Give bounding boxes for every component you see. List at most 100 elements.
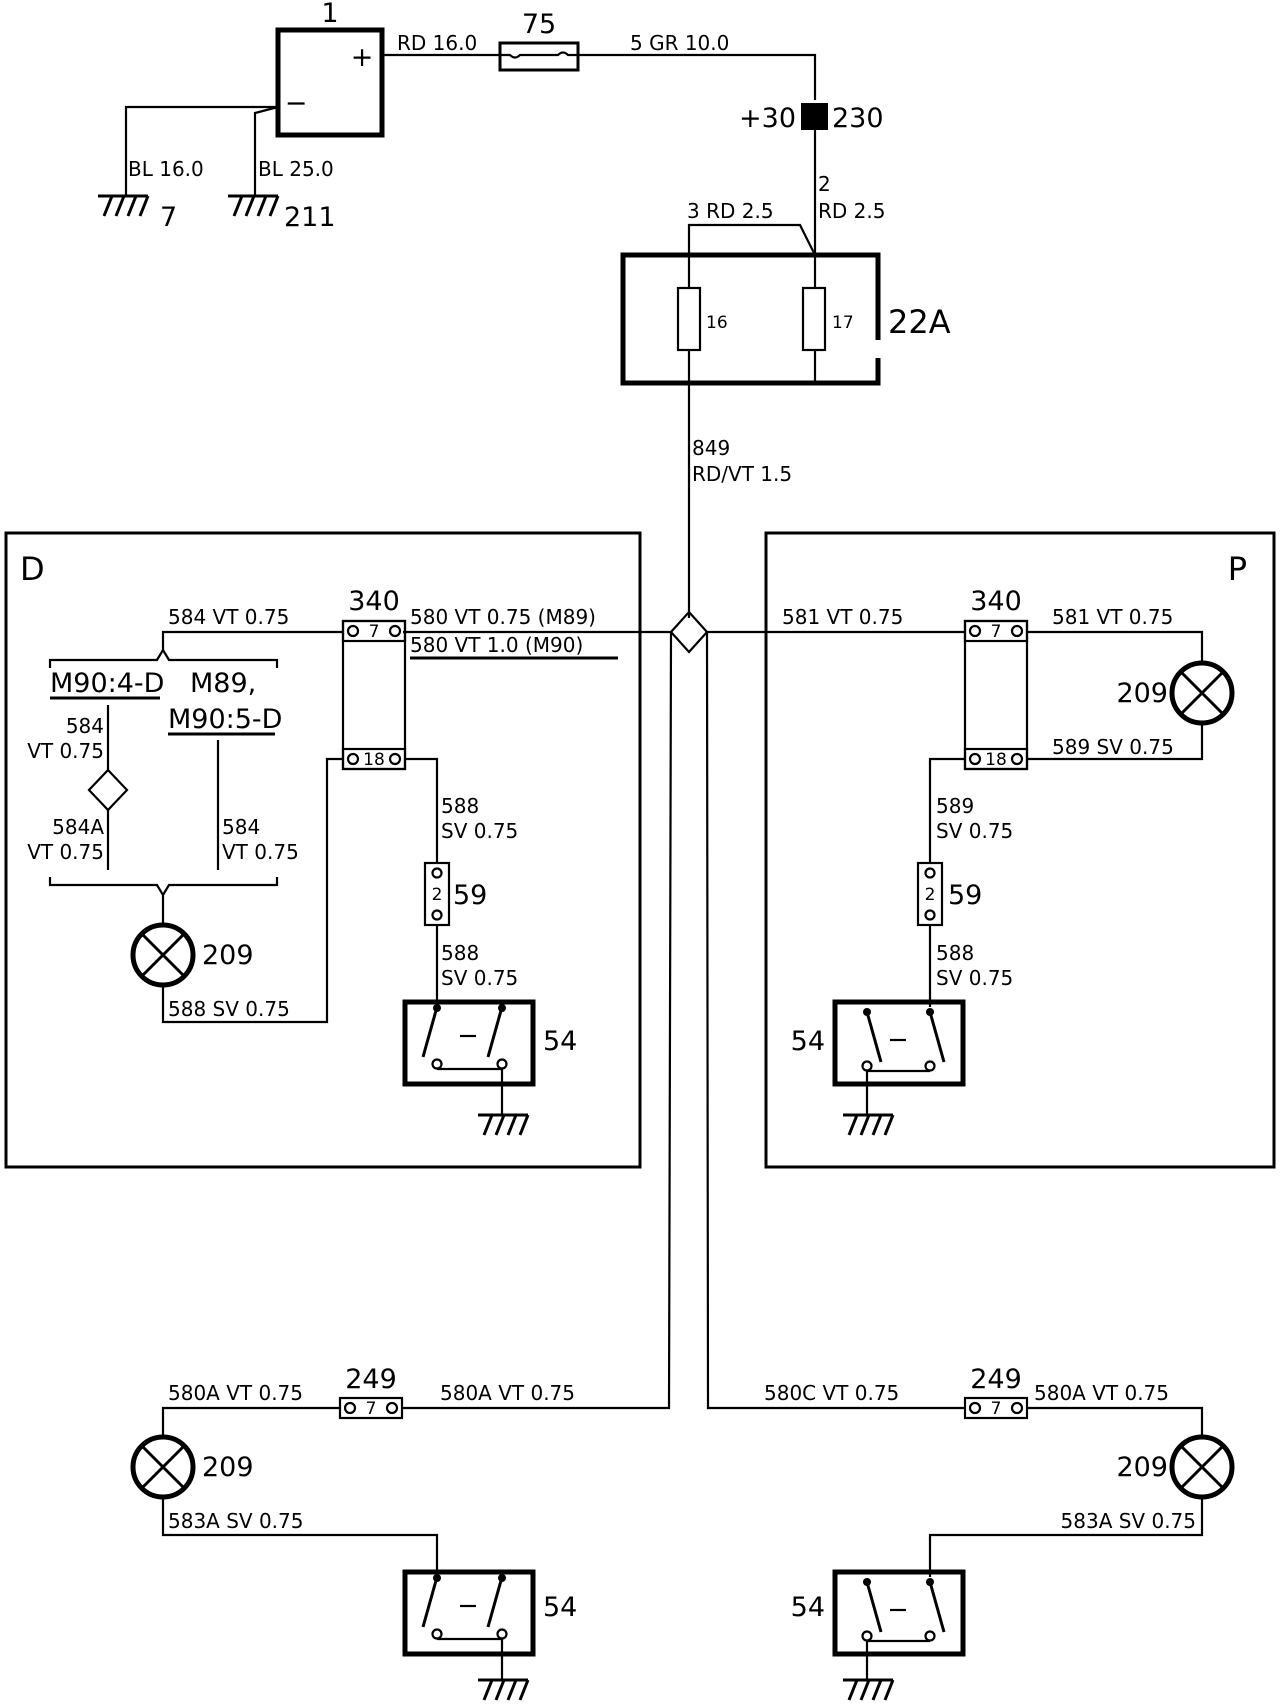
fuse-16-label: 16	[706, 313, 728, 333]
wire-label-589-top: 589 SV 0.75	[1052, 735, 1174, 759]
wire-label-588a-spec: SV 0.75	[441, 819, 518, 843]
lamp-p-ref: 209	[1116, 678, 1168, 709]
zone-label-passenger: P	[1228, 550, 1247, 588]
switch-rr-ref: 54	[791, 1592, 825, 1623]
wire-label-580a-l2: 580A VT 0.75	[440, 1381, 575, 1405]
wire-label-849-spec: RD/VT 1.5	[692, 462, 792, 486]
variant-label-m90-5d: M90:5-D	[168, 704, 282, 735]
lamp-icon	[130, 1434, 196, 1500]
wire-label-584-num: 584	[66, 714, 104, 738]
wire-label-583a-l: 583A SV 0.75	[168, 1509, 303, 1533]
splice-diamond	[87, 768, 129, 812]
relay-340-driver: 7 18 340	[341, 586, 407, 771]
zone-box-passenger	[764, 531, 1276, 1169]
conn-249-r-ref: 249	[970, 1364, 1022, 1395]
zone-box-driver	[4, 531, 642, 1169]
wire-label-2-spec: RD 2.5	[818, 199, 885, 223]
connector-30-label: +30	[739, 103, 796, 134]
wire-label-bat-plus: RD 16.0	[397, 31, 477, 55]
connector-249-left: 7 249	[338, 1364, 404, 1420]
conn-59-p-ref: 59	[948, 880, 982, 911]
wire-label-3: 3 RD 2.5	[687, 199, 774, 223]
wire-label-580c: 580C VT 0.75	[764, 1381, 899, 1405]
wire-label-588b-spec: SV 0.75	[441, 966, 518, 990]
conn-59-d-ref: 59	[453, 880, 487, 911]
ground-ref-211: 211	[284, 202, 336, 233]
relay-p-ref: 340	[970, 586, 1022, 617]
relay-p-pin-7: 7	[991, 622, 1002, 642]
conn-59-d-pin: 2	[432, 885, 443, 905]
switch-icon: 54	[402, 999, 577, 1087]
lamp-icon	[1169, 1434, 1235, 1500]
battery-ref: 1	[321, 0, 338, 29]
battery: 1 + −	[275, 0, 385, 138]
wire-label-584b-num: 584	[222, 815, 260, 839]
wire-label-581-left: 581 VT 0.75	[782, 605, 903, 629]
battery-minus-label: −	[285, 88, 308, 119]
switch-icon: 54	[791, 999, 966, 1087]
wire-label-gnd-211: BL 25.0	[258, 157, 334, 181]
ground-icon	[478, 1113, 530, 1136]
wire-label-584a-num: 584A	[52, 815, 104, 839]
wire-label-849-num: 849	[692, 436, 730, 460]
relay-d-ref: 340	[348, 586, 400, 617]
conn-249-r-pin: 7	[991, 1399, 1002, 1419]
ground-icon	[98, 194, 150, 217]
connector-59-passenger: 2 59	[916, 861, 982, 927]
connector-230: +30 230	[739, 103, 884, 134]
zone-label-driver: D	[20, 550, 45, 588]
variant-label-m90-4d: M90:4-D	[50, 668, 164, 699]
battery-plus-label: +	[351, 42, 374, 73]
wire-label-588c-num: 588	[936, 941, 974, 965]
splice-diamond	[669, 610, 709, 654]
ground-ref-7: 7	[160, 202, 177, 233]
lamp-d-ref: 209	[202, 940, 254, 971]
lamp-icon	[1169, 660, 1235, 726]
wire-label-580a-r: 580A VT 0.75	[1034, 1381, 1169, 1405]
wire-label-584b-spec: VT 0.75	[222, 840, 299, 864]
wire-label-584a-spec: VT 0.75	[27, 840, 104, 864]
variant-label-m89: M89,	[190, 668, 256, 699]
wire-label-588b-num: 588	[441, 941, 479, 965]
relay-d-pin-7: 7	[369, 622, 380, 642]
wire-label-fuse-out: 5 GR 10.0	[630, 31, 729, 55]
wire-label-584-top: 584 VT 0.75	[168, 605, 289, 629]
fusebox-22a: 16 17 22A	[620, 252, 951, 386]
battery-wiring	[124, 53, 817, 196]
connector-230-label: 230	[832, 103, 884, 134]
conn-249-l-pin: 7	[366, 1399, 377, 1419]
lamp-rr-ref: 209	[1116, 1452, 1168, 1483]
ground-icon	[843, 1678, 895, 1701]
switch-icon: 54	[402, 1569, 577, 1657]
conn-59-p-pin: 2	[925, 885, 936, 905]
ground-icon	[478, 1678, 530, 1701]
wire-label-588a-num: 588	[441, 794, 479, 818]
wire-label-580a-l1: 580A VT 0.75	[168, 1381, 303, 1405]
wire-label-583a-r: 583A SV 0.75	[1061, 1509, 1196, 1533]
lamp-rl-ref: 209	[202, 1452, 254, 1483]
relay-d-pin-18: 18	[363, 750, 385, 770]
wire-label-2-num: 2	[818, 172, 831, 196]
switch-d-ref: 54	[543, 1026, 577, 1057]
wire-label-581-right: 581 VT 0.75	[1052, 605, 1173, 629]
fuse-ref-75: 75	[522, 9, 556, 40]
fuse-17-label: 17	[832, 313, 854, 333]
connector-59-driver: 2 59	[423, 861, 487, 927]
wire-label-580-m89: 580 VT 0.75 (M89)	[410, 605, 596, 629]
relay-p-pin-18: 18	[985, 750, 1007, 770]
wire-label-580-m90: 580 VT 1.0 (M90)	[410, 633, 583, 657]
conn-249-l-ref: 249	[345, 1364, 397, 1395]
wire-label-589-num: 589	[936, 794, 974, 818]
fusebox-ref: 22A	[888, 303, 951, 341]
wire-label-588-lamp: 588 SV 0.75	[168, 997, 290, 1021]
ground-icon	[843, 1113, 895, 1136]
relay-340-passenger: 7 18 340	[963, 586, 1029, 771]
wire-label-589-spec: SV 0.75	[936, 819, 1013, 843]
wire-label-588c-spec: SV 0.75	[936, 966, 1013, 990]
wire-label-584-spec: VT 0.75	[27, 739, 104, 763]
lamp-icon	[130, 922, 196, 988]
switch-icon: 54	[791, 1569, 966, 1657]
switch-p-ref: 54	[791, 1026, 825, 1057]
connector-249-right: 7 249	[963, 1364, 1029, 1420]
